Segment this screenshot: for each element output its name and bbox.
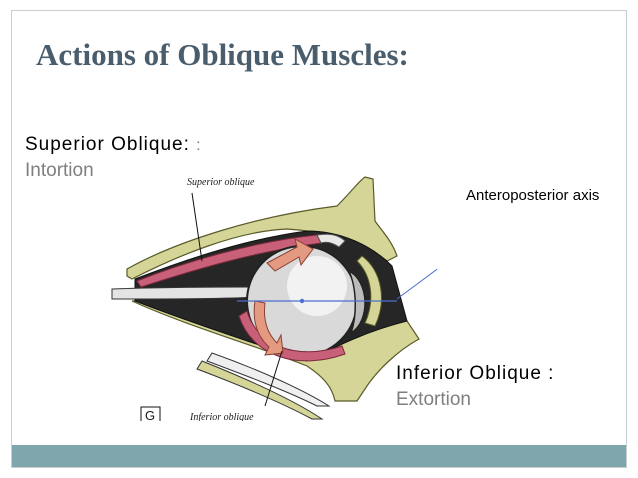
superior-oblique-heading-text: Superior Oblique: [25,134,190,155]
superior-oblique-tendon [316,233,346,248]
intorsion-arrow [266,238,314,272]
footer-bar [12,445,626,467]
orbit-upper-wall [126,176,398,280]
eye-orbit-illustration: Superior oblique Inferior oblique G [111,176,437,421]
slide: Actions of Oblique Muscles: Superior Obl… [11,10,627,468]
extorsion-arrow [253,300,284,356]
anteroposterior-axis-label: Anteroposterior axis [466,187,600,204]
superior-oblique-action: Intortion [25,160,94,181]
eyelid [356,255,382,327]
inferior-oblique-heading: Inferior Oblique : [396,363,555,384]
orbit-floor-band [206,352,331,407]
figure-superior-oblique-label: Superior oblique [187,177,255,188]
inferior-oblique-action: Extortion [396,389,471,410]
cornea [347,269,366,335]
superior-oblique-heading: Superior Oblique: : [25,134,201,156]
panel-letter: G [145,408,155,421]
axis-center-point [299,298,305,304]
panel-letter-box [140,406,161,421]
orbit-floor-band-2 [196,360,324,420]
axis-label-leader [396,268,437,300]
eyeball-highlight [287,256,347,316]
figure-inferior-oblique-label: Inferior oblique [189,412,254,421]
superior-oblique-leader [191,192,203,262]
inferior-oblique-leader [264,350,283,407]
slide-title: Actions of Oblique Muscles: [36,37,409,72]
optic-nerve [111,286,258,300]
superior-oblique-extra-colon: : [196,137,201,154]
